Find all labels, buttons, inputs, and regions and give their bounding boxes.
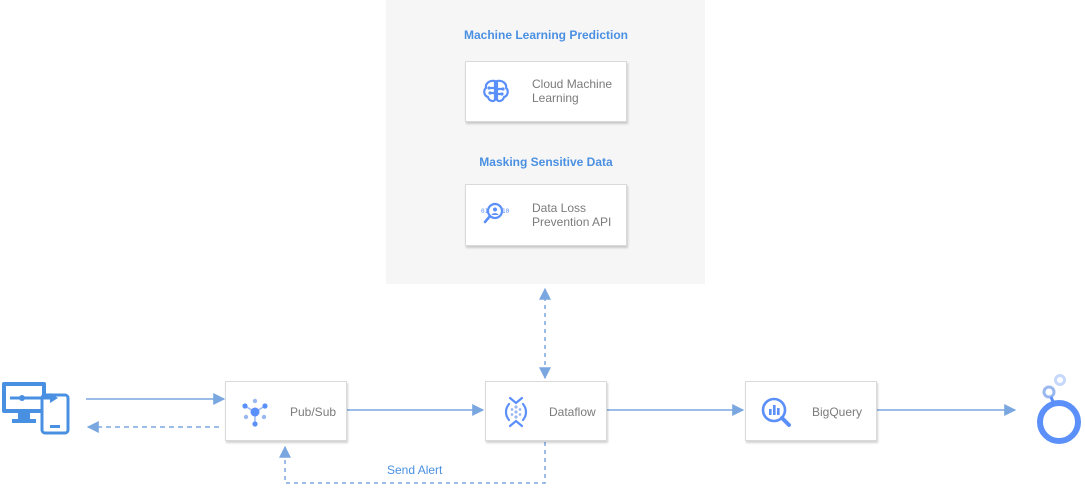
- bigquery-node[interactable]: BigQuery: [745, 381, 877, 441]
- edge-send-alert: [279, 442, 546, 484]
- ml-section-title: Machine Learning Prediction: [463, 28, 629, 42]
- looker-icon: [1035, 372, 1085, 452]
- brain-icon: [480, 75, 512, 112]
- bigquery-label: BigQuery: [812, 405, 863, 419]
- devices-icon: [0, 378, 70, 441]
- send-alert-label: Send Alert: [387, 463, 443, 477]
- pubsub-label: Pub/Sub: [290, 405, 337, 419]
- cloud-ml-label-line2: Learning: [532, 91, 579, 105]
- cloud-ml-label-line1: Cloud Machine: [532, 77, 613, 91]
- dataflow-label: Dataflow: [549, 405, 596, 419]
- masking-section-title: Masking Sensitive Data: [479, 155, 613, 169]
- dlp-node[interactable]: 01 10 Data Loss Prevention API: [465, 184, 627, 246]
- cloud-ml-label: Cloud Machine Learning: [532, 77, 612, 105]
- pubsub-node[interactable]: Pub/Sub: [225, 381, 347, 441]
- dlp-label-line2: Prevention API: [532, 215, 612, 229]
- svg-text:10: 10: [502, 208, 510, 215]
- pubsub-icon: [239, 396, 271, 433]
- cloud-ml-node[interactable]: Cloud Machine Learning: [465, 61, 627, 122]
- dataflow-icon: [500, 395, 532, 434]
- dataflow-node[interactable]: Dataflow: [485, 381, 607, 441]
- dlp-icon: 01 10: [479, 199, 511, 236]
- bigquery-icon: [759, 395, 793, 434]
- svg-text:01: 01: [481, 208, 489, 215]
- dlp-label: Data Loss Prevention API: [532, 201, 611, 229]
- dlp-label-line1: Data Loss: [532, 201, 587, 215]
